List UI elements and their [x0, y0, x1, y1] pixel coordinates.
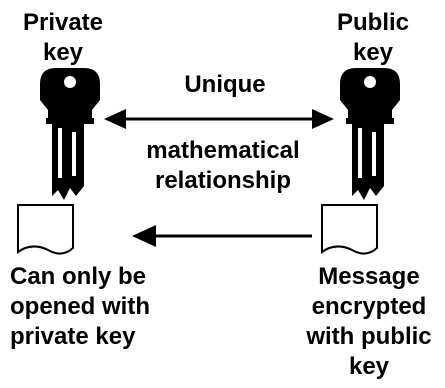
private-key-grooves [58, 128, 76, 178]
public-key-grooves [358, 128, 376, 178]
public-key-label-line2: key [352, 39, 394, 66]
private-key-label: Private key [2, 8, 124, 68]
double-arrow-icon [104, 109, 334, 129]
private-key-icon [40, 68, 100, 200]
right-document-caption: Message encrypted with public key [296, 262, 442, 382]
public-key-icon [340, 68, 400, 200]
relationship-label-line1: Unique [184, 71, 266, 98]
left-document-caption-line1: Can only be [10, 263, 147, 290]
left-document-caption-line3: private key [10, 323, 136, 350]
right-document-caption-line3: with public [306, 323, 432, 350]
left-document-caption: Can only be opened with private key [10, 262, 190, 352]
relationship-label-line3: relationship [154, 167, 292, 194]
right-document-caption-line4: key [348, 353, 390, 380]
public-key-label: Public key [318, 8, 428, 68]
left-document-icon [17, 204, 74, 255]
left-document-caption-line2: opened with [10, 293, 150, 320]
public-key-label-line1: Public [336, 9, 409, 36]
relationship-label-line2: mathematical [146, 137, 300, 164]
right-document-icon [321, 204, 378, 255]
private-key-label-line2: key [42, 39, 84, 66]
right-document-caption-line1: Message [318, 263, 420, 290]
left-arrow-icon [132, 225, 312, 247]
private-key-label-line1: Private [22, 9, 104, 36]
right-document-caption-line2: encrypted [311, 293, 427, 320]
